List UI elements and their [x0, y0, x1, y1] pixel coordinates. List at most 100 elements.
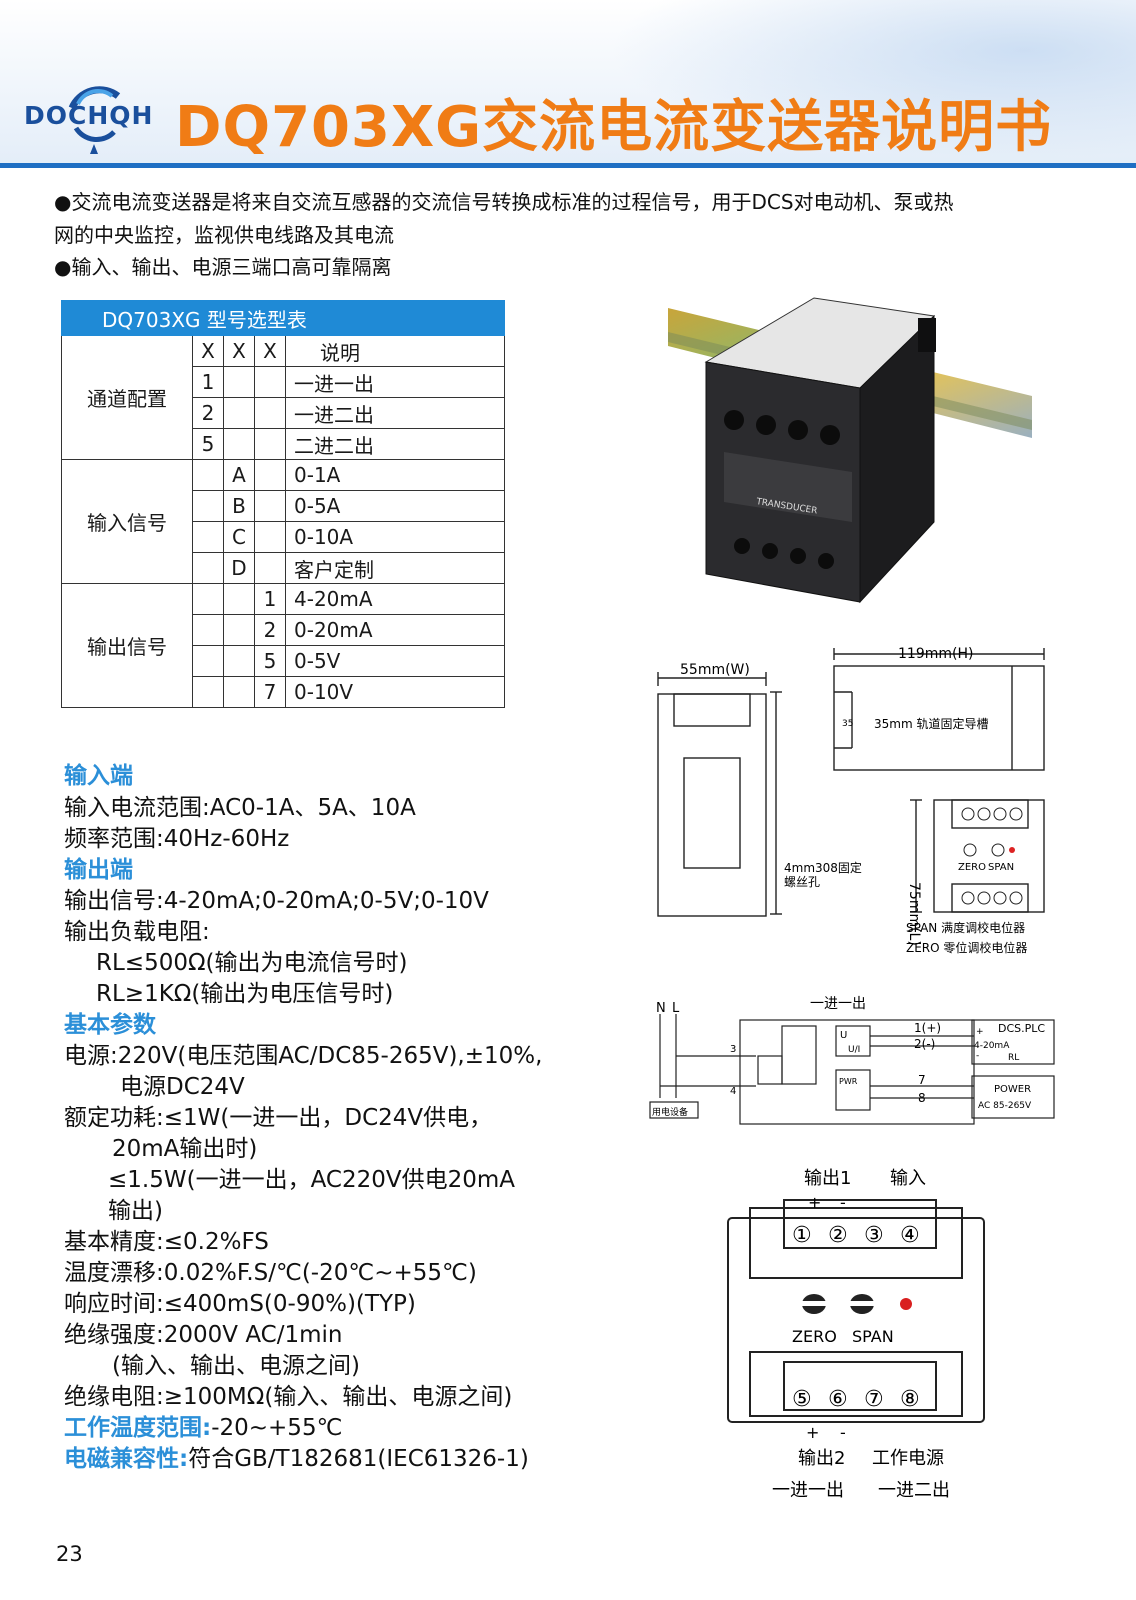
terminal-7: ⑦	[864, 1387, 884, 1412]
l-label: L	[672, 1001, 680, 1016]
span-note: SPAN 满度调校电位器	[906, 920, 1025, 935]
power-range: AC 85-265V	[978, 1101, 1032, 1111]
product-photo: TRANSDUCER	[668, 297, 1032, 604]
plus-sign: +	[808, 1193, 821, 1212]
minus-sign: -	[840, 1193, 846, 1212]
group-label: 输出信号	[61, 583, 193, 708]
power-box	[971, 1075, 1055, 1119]
code-cell: 2	[254, 614, 286, 646]
device-label: 用电设备	[652, 1106, 688, 1118]
terminal-holes-top	[724, 410, 840, 445]
spec-response: 响应时间:≤400mS(0-90%)(TYP)	[64, 1291, 416, 1317]
terminal-5: ⑤	[792, 1387, 812, 1412]
head-code: X	[254, 335, 286, 367]
intro-line-2: 网的中央监控，监视供电线路及其电流	[54, 223, 394, 247]
desc-cell: 一进二出	[285, 397, 505, 429]
input-label: 输入	[890, 1168, 926, 1189]
spec-load-voltage: RL≥1KΩ(输出为电压信号时)	[96, 981, 394, 1007]
spec-load-current: RL≤500Ω(输出为电流信号时)	[96, 950, 408, 976]
minus-sign: -	[976, 1051, 979, 1061]
intro-line-3: ●输入、输出、电源三端口高可靠隔离	[54, 255, 392, 279]
spec-load-heading: 输出负载电阻:	[64, 919, 210, 945]
wiring-title: 一进一出	[810, 996, 866, 1012]
span-label: SPAN	[852, 1327, 894, 1346]
span-label: SPAN	[988, 862, 1014, 873]
spec-emc: 电磁兼容性:符合GB/T182681(IEC61326-1)	[64, 1439, 529, 1473]
terminal-3: 3	[730, 1044, 736, 1055]
spec-power: 电源:220V(电压范围AC/DC85-265V),±10%,	[64, 1043, 543, 1069]
dcs-box	[971, 1019, 1055, 1065]
code-cell: D	[223, 552, 255, 584]
desc-cell: 0-1A	[285, 459, 505, 491]
spec-insulation-strength: 绝缘强度:2000V AC/1min	[64, 1322, 343, 1348]
code-cell: B	[223, 490, 255, 522]
u-label: U	[840, 1030, 847, 1041]
code-cell: 5	[192, 428, 224, 460]
spec-consumption: 额定功耗:≤1W(一进一出，DC24V供电，	[64, 1105, 493, 1131]
side-view-outline	[833, 665, 1045, 771]
status-led	[1009, 847, 1015, 853]
head-desc: 说明	[285, 335, 505, 367]
desc-cell: 4-20mA	[285, 583, 505, 615]
code-cell: A	[223, 459, 255, 491]
logo-globe-icon	[68, 86, 121, 154]
emc-value: 符合GB/T182681(IEC61326-1)	[188, 1446, 529, 1472]
page-header	[0, 0, 1136, 168]
zero-note: ZERO 零位调校电位器	[906, 940, 1027, 955]
spec-insulation-resistance: 绝缘电阻:≥100MΩ(输入、输出、电源之间)	[64, 1384, 513, 1410]
plus-sign-bottom: +	[806, 1423, 819, 1442]
terminal-4: ④	[900, 1223, 920, 1248]
minus-sign-bottom: -	[840, 1423, 846, 1442]
spec-consumption-4: 输出)	[108, 1198, 163, 1224]
output1-label: 输出1	[804, 1168, 851, 1189]
work-temp-value: -20~+55℃	[211, 1415, 343, 1441]
code-cell: C	[223, 521, 255, 553]
spec-consumption-3: ≤1.5W(一进一出，AC220V供电20mA	[108, 1167, 515, 1193]
desc-cell: 一进一出	[285, 366, 505, 398]
wiring-diagram: 一进一出 N L 3 4 U U/I PWR 1(+) 2(-) 7 8 + D…	[649, 996, 1055, 1125]
intro-line-1: ●交流电流变送器是将来自交流互感器的交流信号转换成标准的过程信号，用于DCS对电…	[54, 190, 954, 214]
work-temp-label: 工作温度范围:	[64, 1415, 212, 1441]
code-cell: 5	[254, 645, 286, 677]
desc-cell: 0-5A	[285, 490, 505, 522]
transmitter-box	[739, 1019, 975, 1125]
page-title: DQ703XG交流电流变送器说明书	[175, 95, 1053, 160]
terminal-1: ①	[792, 1223, 812, 1248]
table-title: DQ703XG 型号选型表	[61, 300, 505, 336]
screw-label-2: 螺丝孔	[784, 875, 820, 889]
zero-label: ZERO	[958, 862, 986, 873]
page-number: 23	[56, 1542, 83, 1566]
power-label: POWER	[994, 1084, 1031, 1095]
header-background-glow	[576, 0, 1136, 168]
spec-consumption-2: 20mA输出时)	[112, 1136, 258, 1162]
power-label: 工作电源	[872, 1448, 944, 1469]
input-heading: 输入端	[64, 763, 133, 789]
desc-cell: 客户定制	[285, 552, 505, 584]
spec-insulation-strength-2: (输入、输出、电源之间)	[112, 1353, 360, 1379]
desc-cell: 0-10V	[285, 676, 505, 708]
emc-label: 电磁兼容性:	[64, 1446, 189, 1472]
code-cell: 2	[192, 397, 224, 429]
pwr-label: PWR	[839, 1077, 858, 1086]
desc-cell: 二进二出	[285, 428, 505, 460]
terminal-8: 8	[918, 1091, 926, 1105]
caption-left: 一进一出	[772, 1480, 844, 1500]
group-label: 通道配置	[61, 335, 193, 460]
brand-logo-text: DOCHQH	[24, 101, 154, 130]
out-pos-label: 1(+)	[914, 1021, 941, 1035]
n-label: N	[656, 1001, 666, 1016]
terminal-holes-bottom	[734, 538, 834, 569]
terminal-board-outline	[727, 1217, 985, 1423]
out-neg-label: 2(-)	[914, 1037, 935, 1051]
spec-work-temp: 工作温度范围:-20~+55℃	[64, 1408, 342, 1442]
front-view-outline	[657, 693, 767, 917]
status-led	[900, 1298, 912, 1310]
rail-label: 35mm 轨道固定导槽	[874, 716, 988, 731]
basic-heading: 基本参数	[64, 1012, 156, 1038]
spec-temp-drift: 温度漂移:0.02%F.S/℃(-20℃~+55℃)	[64, 1260, 477, 1286]
dimension-drawing: 55mm(W) 119mm(H) 35 35mm 轨道固定导槽 4mm308固定…	[657, 646, 1045, 955]
head-code: X	[223, 335, 255, 367]
length-dimension: 75mm(L)	[906, 882, 922, 946]
code-cell: 1	[192, 366, 224, 398]
code-cell: 7	[254, 676, 286, 708]
